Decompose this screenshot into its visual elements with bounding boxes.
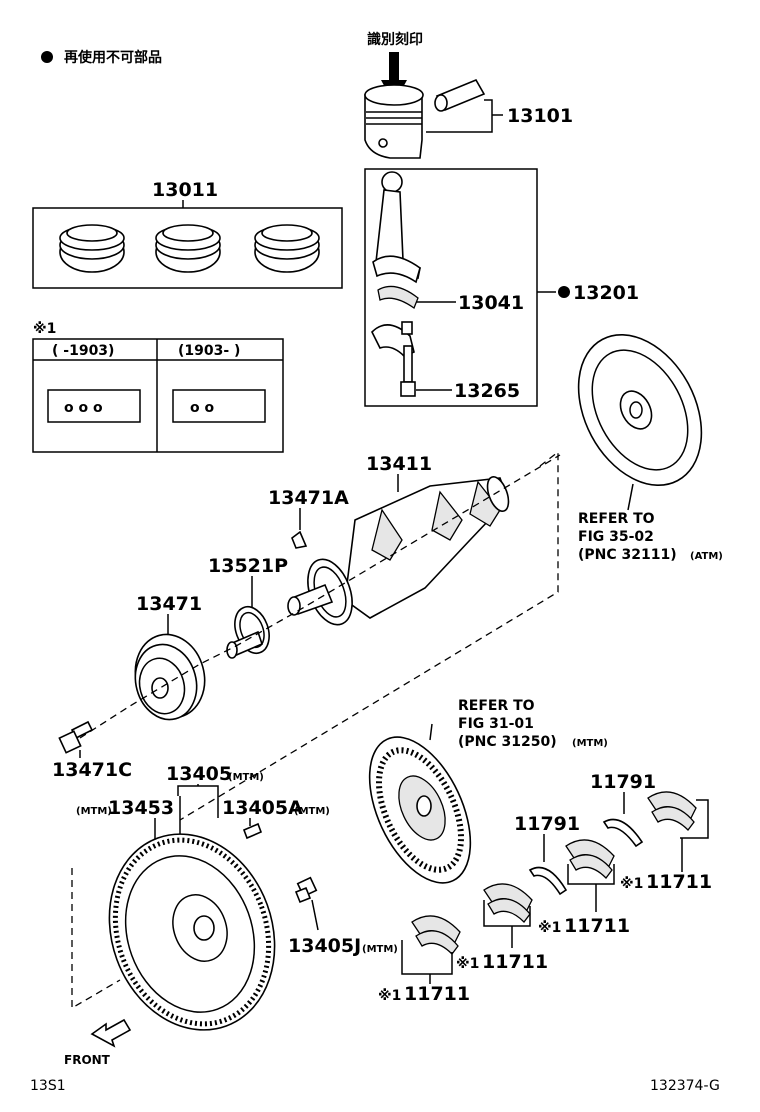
refer-clutch-line1: REFER TO	[458, 698, 535, 714]
note-mark-c: ※1	[456, 956, 479, 972]
down-arrow-icon	[389, 52, 399, 82]
part-11711-c-label[interactable]: 11711	[482, 951, 548, 973]
part-13011-label[interactable]: 13011	[152, 179, 218, 201]
part-13041-label[interactable]: 13041	[458, 292, 524, 314]
inset-col2-marks: o o	[190, 400, 214, 416]
piston[interactable]	[364, 84, 424, 159]
piston-ring-set-2[interactable]	[155, 224, 221, 273]
legend: 再使用不可部品	[41, 49, 162, 66]
part-13405-suffix: (MTM)	[228, 772, 264, 783]
crankshaft-key[interactable]	[291, 530, 308, 549]
main-bearing-2[interactable]	[565, 839, 615, 879]
inset-col1-header: ( -1903)	[52, 343, 114, 359]
inset-title: ※1	[33, 321, 56, 337]
flywheel-dowel-pin[interactable]	[242, 822, 263, 840]
front-label: FRONT	[64, 1053, 111, 1067]
drive-plate[interactable]	[554, 314, 726, 507]
flywheel-bolt[interactable]	[294, 876, 318, 904]
flywheel[interactable]	[83, 811, 302, 1054]
inset-col2-header: (1903- )	[178, 343, 240, 359]
part-13405J-suffix: (MTM)	[362, 944, 398, 955]
part-13405J-label[interactable]: 13405J	[288, 935, 361, 957]
connecting-rod[interactable]	[372, 171, 421, 284]
refer-clutch-line2: FIG 31-01	[458, 716, 534, 732]
crankshaft-pulley[interactable]	[126, 627, 213, 727]
part-11711-a-label[interactable]: 11711	[646, 871, 712, 893]
part-13453-prefix: (MTM)	[76, 806, 112, 817]
non-reusable-dot-icon	[41, 51, 53, 63]
part-13201-label[interactable]: 13201	[573, 282, 639, 304]
thrust-washer-lower[interactable]	[528, 866, 568, 896]
non-reusable-dot-icon	[558, 286, 570, 298]
clutch-disc[interactable]	[349, 722, 491, 899]
footer-left: 13S1	[30, 1078, 66, 1094]
piston-ring-set-1[interactable]	[59, 224, 125, 273]
part-11711-b-label[interactable]: 11711	[564, 915, 630, 937]
note-mark-a: ※1	[620, 876, 643, 892]
main-bearing-3[interactable]	[483, 883, 533, 923]
main-bearing-1[interactable]	[647, 791, 697, 831]
conrod-assembly-box	[364, 168, 538, 407]
part-13471-label[interactable]: 13471	[136, 593, 202, 615]
part-13471C-label[interactable]: 13471C	[52, 759, 132, 781]
ring-set-box	[32, 207, 343, 289]
refer-flexplate-line2: FIG 35-02	[578, 529, 654, 545]
inset-col1-marks: o o o	[64, 400, 103, 416]
connecting-rod-bearing[interactable]	[377, 285, 419, 310]
part-13265-label[interactable]: 13265	[454, 380, 520, 402]
part-13101-label[interactable]: 13101	[507, 105, 573, 127]
connecting-rod-bolt[interactable]	[400, 345, 416, 397]
part-13405-label[interactable]: 13405	[166, 763, 232, 785]
part-13471A-label[interactable]: 13471A	[268, 487, 349, 509]
part-11791-b-label[interactable]: 11791	[514, 813, 580, 835]
marking-label: 識別刻印	[367, 31, 423, 48]
refer-flexplate-line3: (PNC 32111)	[578, 547, 677, 563]
refer-flexplate-suffix: (ATM)	[690, 551, 723, 562]
part-13405A-label[interactable]: 13405A	[222, 797, 303, 819]
main-bearing-4[interactable]	[411, 915, 461, 955]
refer-clutch-suffix: (MTM)	[572, 738, 608, 749]
front-arrow-icon	[90, 1018, 132, 1048]
piston-ring-set-3[interactable]	[254, 224, 320, 273]
bearing-mark-inset: ※1 ( -1903) (1903- ) o o o o o	[32, 321, 284, 453]
thrust-washer-upper[interactable]	[602, 818, 644, 848]
note-mark-b: ※1	[538, 920, 561, 936]
part-13453-label[interactable]: 13453	[108, 797, 174, 819]
part-11791-a-label[interactable]: 11791	[590, 771, 656, 793]
part-11711-d-label[interactable]: 11711	[404, 983, 470, 1005]
part-13521P-label[interactable]: 13521P	[208, 555, 288, 577]
refer-clutch-line3: (PNC 31250)	[458, 734, 557, 750]
legend-text: 再使用不可部品	[64, 49, 162, 66]
refer-flexplate-line1: REFER TO	[578, 511, 655, 527]
crankshaft-pulley-bolt[interactable]	[58, 720, 94, 754]
part-13411-label[interactable]: 13411	[366, 453, 432, 475]
part-13405A-suffix: (MTM)	[294, 806, 330, 817]
footer-right: 132374-G	[650, 1078, 720, 1094]
piston-pin[interactable]	[434, 78, 486, 112]
note-mark-d: ※1	[378, 988, 401, 1004]
crankshaft-timing-gear[interactable]	[226, 602, 275, 659]
